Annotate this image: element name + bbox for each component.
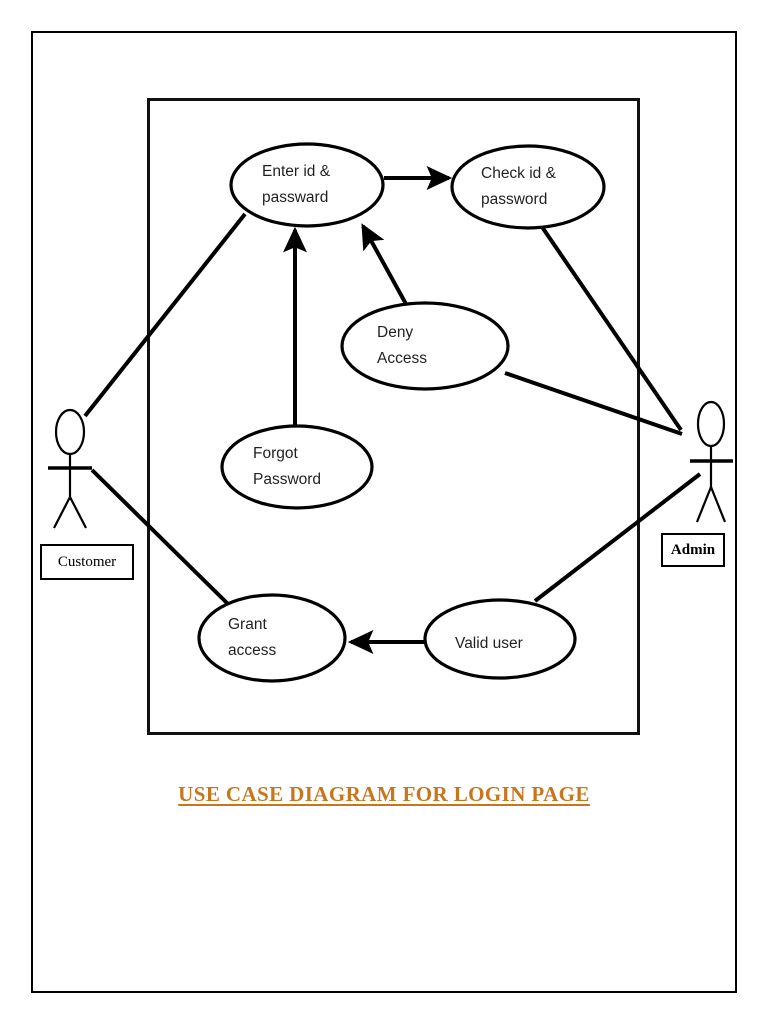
admin-left-leg-line [695, 486, 713, 523]
admin-head-icon [696, 400, 726, 448]
association-deny-access-to-admin[interactable] [504, 371, 683, 436]
customer-head-icon [54, 408, 86, 456]
customer-left-leg-line [53, 496, 71, 529]
flow-deny-access-to-enter-id[interactable] [361, 223, 408, 305]
usecase-valid-user[interactable] [423, 598, 577, 680]
usecase-grant-access[interactable] [197, 593, 347, 683]
actor-label-admin: Admin [661, 533, 725, 567]
actor-customer[interactable] [48, 408, 92, 529]
actor-admin[interactable] [690, 400, 733, 523]
association-admin-to-valid-user[interactable] [533, 472, 702, 603]
association-customer-to-enter-id[interactable] [83, 212, 247, 418]
association-check-id-to-admin[interactable] [538, 222, 683, 432]
admin-right-leg-line [709, 486, 727, 523]
usecase-check-id-password[interactable] [450, 144, 606, 230]
usecase-deny-access[interactable] [340, 301, 510, 391]
customer-right-leg-line [69, 496, 87, 529]
system-boundary [147, 98, 640, 735]
association-customer-to-grant-access[interactable] [90, 468, 230, 606]
usecase-enter-id-password[interactable] [229, 142, 385, 228]
usecase-forgot-password[interactable] [220, 424, 374, 510]
actor-label-customer: Customer [40, 544, 134, 580]
diagram-title: USE CASE DIAGRAM FOR LOGIN PAGE [178, 782, 590, 806]
